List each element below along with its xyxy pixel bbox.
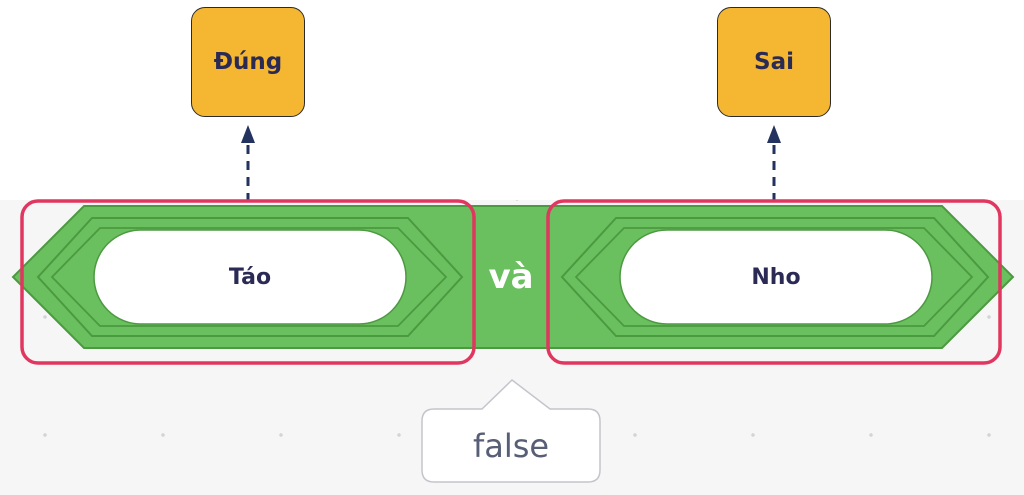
operator-label: và	[488, 257, 534, 297]
left-input-slot[interactable]	[36, 217, 464, 337]
false-label-box: Sai	[717, 7, 831, 117]
result-bubble	[421, 379, 601, 483]
arrow-to-false	[767, 125, 781, 202]
left-highlight	[20, 199, 476, 365]
true-label-text: Đúng	[213, 49, 283, 75]
right-highlight	[546, 199, 1002, 365]
true-label-box: Đúng	[191, 7, 305, 117]
right-input-slot[interactable]	[560, 217, 990, 337]
arrow-to-true	[241, 125, 255, 202]
right-input-value: Nho	[751, 264, 801, 290]
false-label-text: Sai	[754, 49, 794, 75]
result-value: false	[472, 427, 550, 465]
left-input-value: Táo	[228, 264, 272, 290]
